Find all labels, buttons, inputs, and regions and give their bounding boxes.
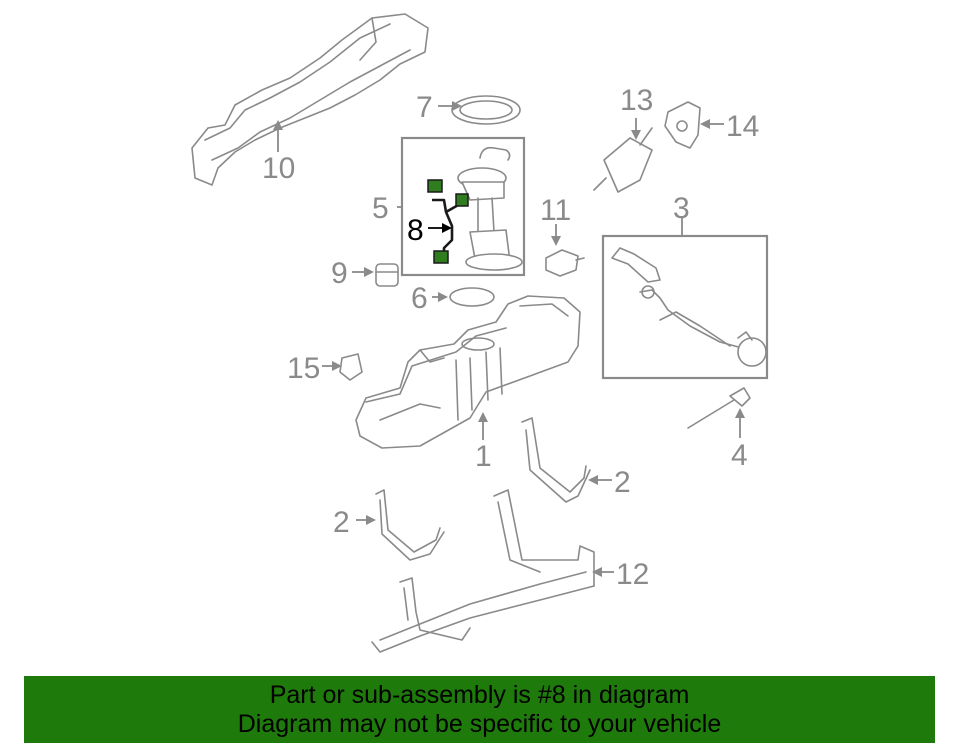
disclaimer-line-2: Diagram may not be specific to your vehi… <box>237 710 722 738</box>
callout-10: 10 <box>262 152 295 185</box>
part-6-oring <box>449 287 495 307</box>
callout-14: 14 <box>726 110 759 143</box>
part-11-sensor <box>545 249 585 277</box>
part-3-filler-pipe <box>611 247 767 367</box>
callout-1: 1 <box>475 440 492 473</box>
harness-connector-mid <box>455 193 469 207</box>
disclaimer-banner: Part or sub-assembly is #8 in diagram Di… <box>24 676 935 743</box>
part-5-fuel-pump <box>457 146 523 271</box>
part-2-strap-right <box>521 417 591 503</box>
part-9-valve <box>375 263 399 287</box>
part-15-valve <box>339 353 363 381</box>
callout-6: 6 <box>411 282 428 315</box>
disclaimer-line-1: Part or sub-assembly is #8 in diagram <box>269 681 690 709</box>
part-8-wiring-harness <box>427 179 469 264</box>
part-3-assembly-box <box>601 234 769 380</box>
callout-13: 13 <box>620 84 653 117</box>
harness-connector-top <box>427 179 443 193</box>
harness-connector-bottom <box>433 250 449 264</box>
part-1-fuel-tank <box>355 295 581 449</box>
callout-9: 9 <box>331 257 348 290</box>
callout-12: 12 <box>616 558 649 591</box>
leader-lines <box>273 101 745 577</box>
part-14-bracket <box>664 101 701 149</box>
callout-8: 8 <box>407 214 424 247</box>
callout-labels: 10 7 13 14 5 8 11 3 9 6 15 1 4 2 2 12 <box>262 84 759 591</box>
part-2-strap-left <box>375 489 445 561</box>
callout-2-left: 2 <box>333 506 350 539</box>
callout-5: 5 <box>372 192 389 225</box>
part-10-shield <box>191 13 429 186</box>
part-7-lock-ring <box>451 95 521 125</box>
callout-3: 3 <box>673 192 690 225</box>
part-12-skid-rail <box>371 489 595 653</box>
callout-4: 4 <box>731 439 748 472</box>
callout-2-right: 2 <box>614 466 631 499</box>
callout-7: 7 <box>416 91 433 124</box>
part-4-sender <box>687 387 751 429</box>
part-13-filter <box>593 127 653 193</box>
callout-11: 11 <box>540 194 571 227</box>
callout-15: 15 <box>287 352 320 385</box>
